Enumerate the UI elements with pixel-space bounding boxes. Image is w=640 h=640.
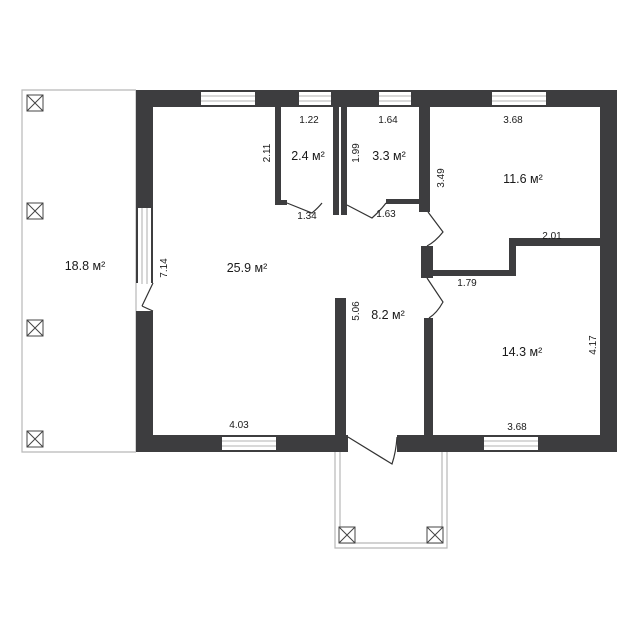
terrace-door	[141, 282, 154, 312]
column-cross-icon	[26, 202, 44, 220]
dimensions: 1.22 1.64 3.68 1.34 1.63 2.01 1.79 4.03 …	[159, 115, 599, 433]
terrace-area: 18.8 м²	[65, 259, 106, 273]
terrace-columns	[26, 94, 44, 448]
window	[222, 437, 276, 450]
bath2-area: 3.3 м²	[372, 149, 406, 163]
window	[299, 92, 331, 105]
room-areas: 18.8 м² 25.9 м² 2.4 м² 3.3 м² 11.6 м² 8.…	[65, 149, 543, 359]
bath1-width: 1.22	[299, 115, 319, 126]
window	[492, 92, 546, 105]
living-depth: 7.14	[159, 258, 170, 278]
hall-step: 1.79	[457, 278, 477, 289]
window	[379, 92, 411, 105]
porch-outline	[334, 452, 448, 549]
bedroom2-door	[426, 277, 444, 319]
living-width: 4.03	[229, 420, 249, 431]
entrance-door	[347, 436, 398, 465]
bedroom1-width: 3.68	[503, 115, 523, 126]
column-cross-icon	[426, 526, 444, 544]
bedroom2-depth: 4.17	[588, 335, 599, 355]
bath1-door	[286, 202, 323, 214]
bath1-depth: 2.11	[262, 143, 273, 162]
bedroom1-area: 11.6 м²	[503, 172, 543, 186]
bath2-door-dim: 1.63	[376, 209, 396, 220]
bedroom2-width: 3.68	[507, 422, 527, 433]
window	[201, 92, 255, 105]
living-area: 25.9 м²	[227, 261, 268, 275]
bedroom1-inner: 2.01	[542, 231, 562, 242]
column-cross-icon	[26, 430, 44, 448]
window	[484, 437, 538, 450]
porch-columns	[338, 526, 444, 544]
column-cross-icon	[26, 319, 44, 337]
column-cross-icon	[338, 526, 356, 544]
bath1-door-dim: 1.34	[297, 211, 317, 222]
window	[138, 208, 151, 284]
bath2-width: 1.64	[378, 115, 398, 126]
walls	[136, 90, 617, 452]
column-cross-icon	[26, 94, 44, 112]
bath2-depth: 1.99	[351, 143, 362, 163]
bath2-door	[346, 202, 387, 219]
bedroom2-area: 14.3 м²	[502, 345, 543, 359]
hall-area: 8.2 м²	[371, 308, 405, 322]
bath1-area: 2.4 м²	[291, 149, 325, 163]
bedroom1-door	[426, 211, 444, 247]
bedroom1-depth: 3.49	[436, 168, 447, 188]
windows	[138, 92, 546, 450]
doors	[141, 202, 444, 465]
hall-depth: 5.06	[351, 301, 362, 321]
